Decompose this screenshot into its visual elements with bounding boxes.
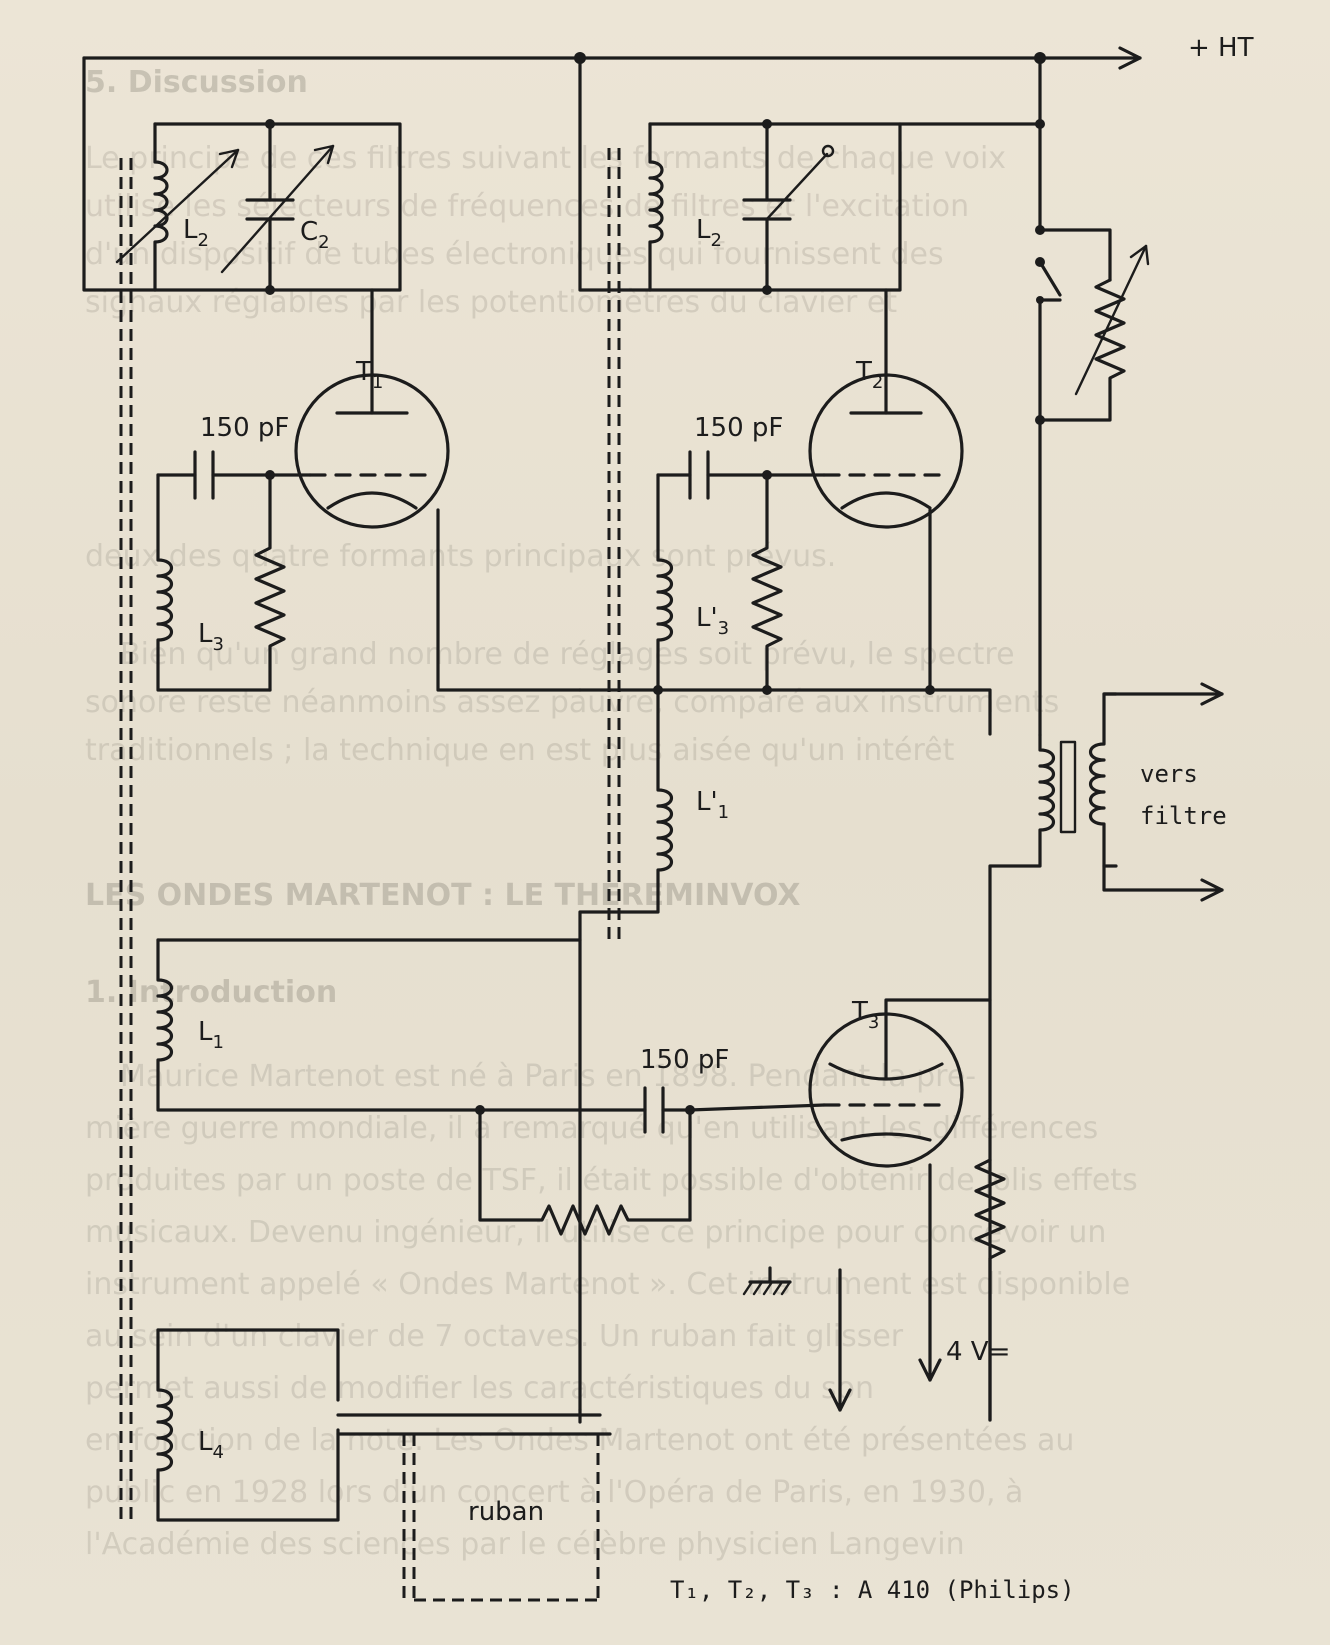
bg-heading-mid: LES ONDES MARTENOT : LE THEREMINVOX — [85, 878, 801, 913]
bg-line: public en 1928 lors d'un concert à l'Opé… — [85, 1475, 1023, 1510]
coil-l2 — [153, 122, 169, 292]
ground-hatch — [742, 1280, 792, 1296]
variable-arrow — [220, 144, 335, 274]
bg-heading-intro: 1. Introduction — [85, 975, 337, 1010]
label-filtre: filtre — [1140, 802, 1227, 830]
label-t3: T3 — [851, 997, 879, 1033]
capacitor-150pf-2 — [688, 450, 710, 500]
wire — [898, 56, 1042, 126]
wire — [648, 122, 902, 292]
label-t2: T2 — [855, 357, 883, 393]
coil-l1-prime — [578, 688, 674, 1412]
tube-cathode — [326, 491, 418, 510]
bg-line: au sein d'un clavier de 7 octaves. Un ru… — [85, 1319, 904, 1354]
tube-cathode — [840, 491, 932, 510]
coil-l4 — [156, 1328, 340, 1522]
junction — [762, 685, 772, 695]
resistor-detector — [974, 1158, 1006, 1422]
variable-arrow — [115, 148, 240, 264]
oscillator-1: L2 C2 T1 150 pF L3 — [82, 56, 582, 692]
resistor-grid-1 — [254, 473, 286, 692]
capacitor-150pf-1 — [193, 450, 215, 500]
bg-line: musicaux. Devenu ingénieur, il utilise c… — [85, 1215, 1106, 1250]
coupling-cores — [119, 148, 621, 1525]
wire — [688, 1103, 826, 1222]
wire — [436, 508, 582, 692]
label-ruban: ruban — [468, 1497, 544, 1527]
label-l3: L3 — [198, 619, 224, 655]
wire — [578, 56, 652, 292]
wire — [153, 122, 402, 292]
label-l3-prime: L'3 — [696, 603, 729, 639]
down-arrow — [828, 1388, 852, 1412]
bg-line: instrument appelé « Ondes Martenot ». Ce… — [85, 1267, 1130, 1302]
label-cap1: 150 pF — [200, 413, 289, 443]
output-line-bottom — [1102, 864, 1224, 892]
tube-legend: T₁, T₂, T₃ : A 410 (Philips) — [670, 1576, 1075, 1604]
bg-line: deux des quatre formants principaux sont… — [85, 539, 836, 574]
detector-stage: T3 4 V= 150 pF — [475, 997, 1010, 1424]
transformer-primary — [988, 733, 1056, 1422]
variable-arrow — [1074, 244, 1148, 396]
label-cap2: 150 pF — [694, 413, 783, 443]
label-l2: L2 — [183, 215, 209, 251]
label-l4: L4 — [198, 1427, 224, 1463]
l1-coil-stage: L1 — [156, 938, 582, 1112]
coil-l3-prime — [656, 473, 674, 692]
capacitor-150pf-3 — [643, 1086, 665, 1134]
arrow-head — [218, 148, 240, 169]
switch — [1038, 260, 1062, 737]
label-l1: L1 — [198, 1017, 224, 1053]
wire — [928, 688, 992, 736]
transformer-secondary — [1088, 692, 1118, 868]
bg-line: traditionnels ; la technique en est plus… — [85, 733, 955, 768]
wire — [156, 1328, 340, 1402]
bg-line: produites par un poste de TSF, il était … — [85, 1163, 1138, 1198]
coil-l1 — [156, 938, 482, 1112]
bg-line: permet aussi de modifier les caractérist… — [85, 1371, 874, 1406]
junction — [1036, 296, 1044, 304]
resistor-grid-3 — [478, 1108, 692, 1236]
trimmer-arrow — [765, 152, 829, 221]
wire — [1038, 122, 1112, 282]
oscillator-2: L2 T2 150 pF L'3 — [574, 52, 992, 1412]
resistor-grid-2 — [751, 473, 783, 692]
ht-arrow — [1118, 46, 1142, 70]
label-l2-b: L2 — [696, 215, 722, 251]
bg-line: l'Académie des sciences par le célèbre p… — [85, 1527, 965, 1562]
filament-arrow — [918, 1358, 942, 1382]
output-arrow-bottom — [1200, 878, 1224, 902]
transformer-core — [1059, 740, 1077, 834]
coil-l2-b — [648, 122, 664, 292]
wire — [82, 56, 157, 292]
label-c2: C2 — [300, 217, 330, 253]
coil-l3 — [156, 473, 272, 692]
bg-line: Le principe de ces filtres suivant les f… — [85, 141, 1006, 176]
arrow-head — [1129, 244, 1150, 266]
trimmer-knob — [821, 144, 835, 158]
tube-cathode — [840, 1132, 932, 1142]
label-l1-prime: L'1 — [696, 787, 729, 823]
ribbon-stage: L4 ruban — [156, 1328, 612, 1602]
label-vers: vers — [1140, 760, 1198, 788]
label-cap3: 150 pF — [640, 1045, 729, 1075]
ht-supply: + HT vers filtre — [578, 33, 1254, 1422]
wire — [884, 998, 992, 1080]
variable-resistor — [1038, 278, 1126, 422]
arrow-head — [313, 144, 335, 165]
bg-heading-top: 5. Discussion — [85, 65, 308, 100]
junction — [1035, 415, 1045, 425]
label-4v: 4 V= — [946, 1337, 1010, 1367]
label-t1: T1 — [355, 357, 383, 393]
bg-line: en fonction de la note. Les Ondes Marten… — [85, 1423, 1074, 1458]
label-ht: + HT — [1188, 33, 1254, 63]
bg-line: utilise les sélecteurs de fréquences de … — [85, 189, 969, 224]
output-arrow-top — [1200, 682, 1224, 706]
junction — [1035, 225, 1045, 235]
